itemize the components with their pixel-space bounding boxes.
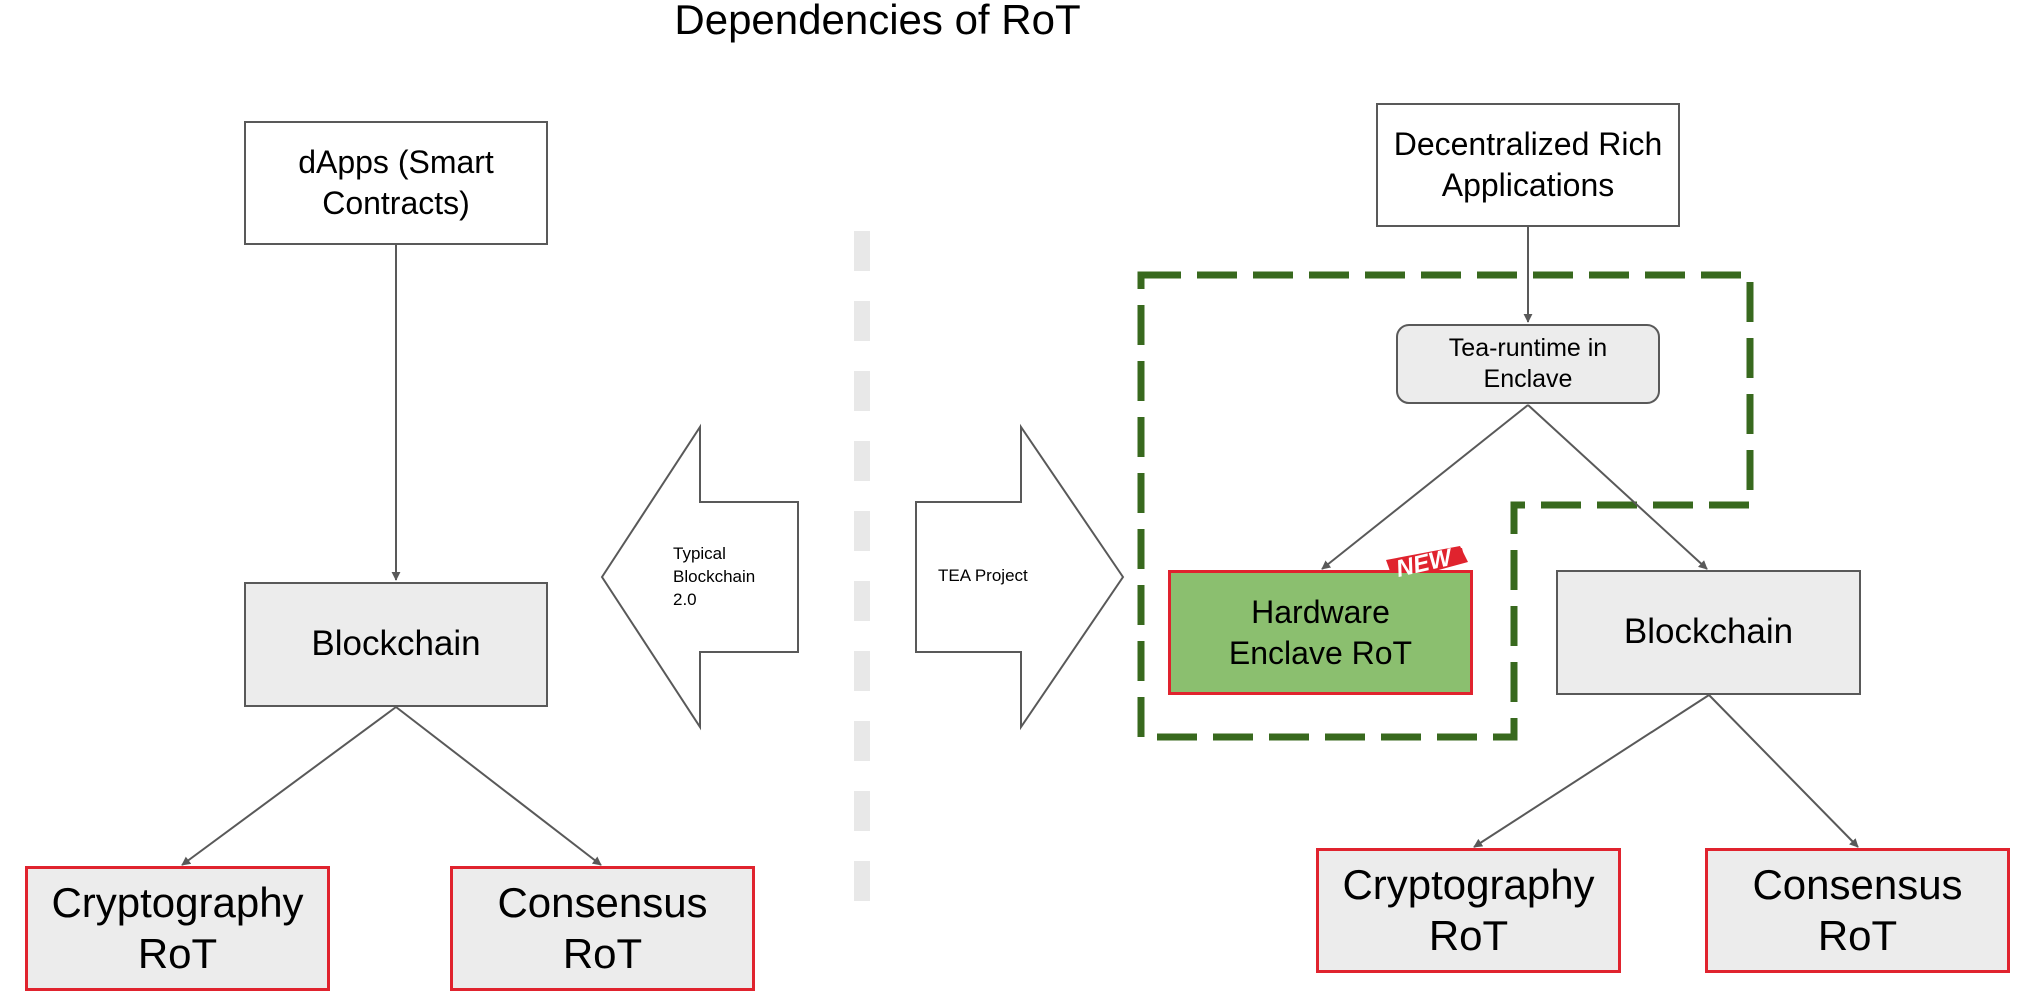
consensus-rot-box-right: Consensus RoT <box>1705 848 2010 973</box>
blockchain-label-left: Blockchain <box>311 624 481 664</box>
blockchain-box-right: Blockchain <box>1556 570 1861 695</box>
page-title: Dependencies of RoT <box>674 0 1081 43</box>
cryptography-rot-label-left: Cryptography RoT <box>51 879 304 977</box>
cryptography-rot-box-left: Cryptography RoT <box>25 866 330 991</box>
blockchain-box-left: Blockchain <box>244 582 548 707</box>
dapps-label: dApps (Smart Contracts) <box>298 144 494 221</box>
connector-blockchain-consensus-right <box>1708 694 1859 848</box>
tea-runtime-box: Tea-runtime in Enclave <box>1396 324 1660 404</box>
tea-runtime-label: Tea-runtime in Enclave <box>1448 333 1608 393</box>
rich-apps-label: Decentralized Rich Applications <box>1393 126 1663 203</box>
blockchain-label-right: Blockchain <box>1623 612 1794 652</box>
cryptography-rot-label-right: Cryptography RoT <box>1342 861 1595 959</box>
connector-runtime-blockchain <box>1527 404 1708 570</box>
left-block-arrow <box>600 423 799 731</box>
cryptography-rot-box-right: Cryptography RoT <box>1316 848 1621 973</box>
hardware-enclave-rot-box: Hardware Enclave RoT <box>1168 570 1473 695</box>
consensus-rot-label-left: Consensus RoT <box>497 879 708 977</box>
connector-runtime-enclave <box>1321 404 1529 570</box>
rich-apps-box: Decentralized Rich Applications <box>1376 103 1680 227</box>
dapps-box: dApps (Smart Contracts) <box>244 121 548 245</box>
tea-project-label: TEA Project <box>938 566 1028 585</box>
right-block-arrow <box>915 423 1125 731</box>
connector-blockchain-consensus <box>395 706 602 866</box>
connector-blockchain-crypto-right <box>1473 694 1710 848</box>
consensus-rot-box-left: Consensus RoT <box>450 866 755 991</box>
typical-blockchain-label: Typical Blockchain 2.0 <box>673 544 756 609</box>
hardware-enclave-rot-label: Hardware Enclave RoT <box>1228 593 1413 671</box>
trust-boundary <box>1137 271 1754 741</box>
connector-blockchain-crypto <box>181 706 397 866</box>
consensus-rot-label-right: Consensus RoT <box>1752 861 1963 959</box>
